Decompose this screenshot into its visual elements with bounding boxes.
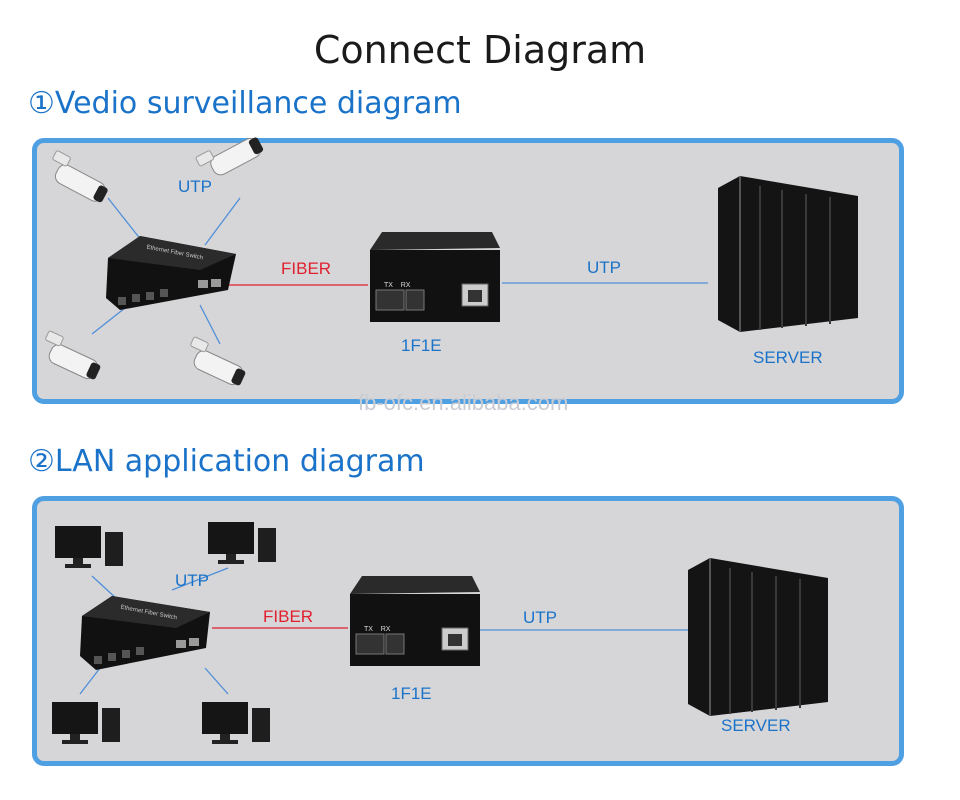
media-converter-icon — [350, 576, 480, 666]
utp-link-cam3 — [91, 307, 126, 335]
utp-link-pc1 — [91, 575, 119, 601]
fiber-label: FIBER — [263, 607, 314, 626]
converter-port-label: TX RX — [384, 282, 411, 289]
desktop-computer-icon — [55, 526, 123, 568]
section-heading-video: ①Vedio surveillance diagram — [28, 86, 462, 121]
watermark: fb-ofc.en.alibaba.com — [358, 390, 569, 415]
server-label: SERVER — [721, 716, 791, 735]
desktop-computer-icon — [202, 702, 270, 744]
media-converter-icon — [370, 232, 500, 322]
fiber-switch-icon — [106, 236, 236, 310]
utp-link-pc2 — [171, 567, 229, 591]
utp-label-cameras: UTP — [178, 177, 212, 196]
cctv-camera-icon — [190, 336, 246, 386]
utp-label-server: UTP — [523, 608, 557, 627]
converter-label: 1F1E — [391, 684, 432, 703]
page-title: Connect Diagram — [313, 28, 647, 72]
server-rack-icon — [718, 176, 858, 332]
converter-port-label: TX RX — [364, 626, 391, 633]
cctv-camera-icon — [45, 330, 101, 380]
utp-label-server: UTP — [587, 258, 621, 277]
utp-link-cam2 — [204, 197, 241, 246]
fiber-switch-icon — [80, 596, 210, 670]
utp-link-cam4 — [199, 304, 221, 345]
fiber-label: FIBER — [281, 259, 332, 278]
utp-link-pc4 — [204, 667, 229, 695]
desktop-computer-icon — [208, 522, 276, 564]
converter-label: 1F1E — [401, 336, 442, 355]
cctv-camera-icon — [195, 137, 264, 176]
desktop-computer-icon — [52, 702, 120, 744]
cctv-camera-icon — [52, 150, 108, 203]
section-heading-lan: ②LAN application diagram — [28, 444, 425, 479]
server-label: SERVER — [753, 348, 823, 367]
utp-link-pc3 — [79, 667, 101, 695]
utp-label-pcs: UTP — [175, 571, 209, 590]
server-rack-icon — [688, 558, 828, 716]
